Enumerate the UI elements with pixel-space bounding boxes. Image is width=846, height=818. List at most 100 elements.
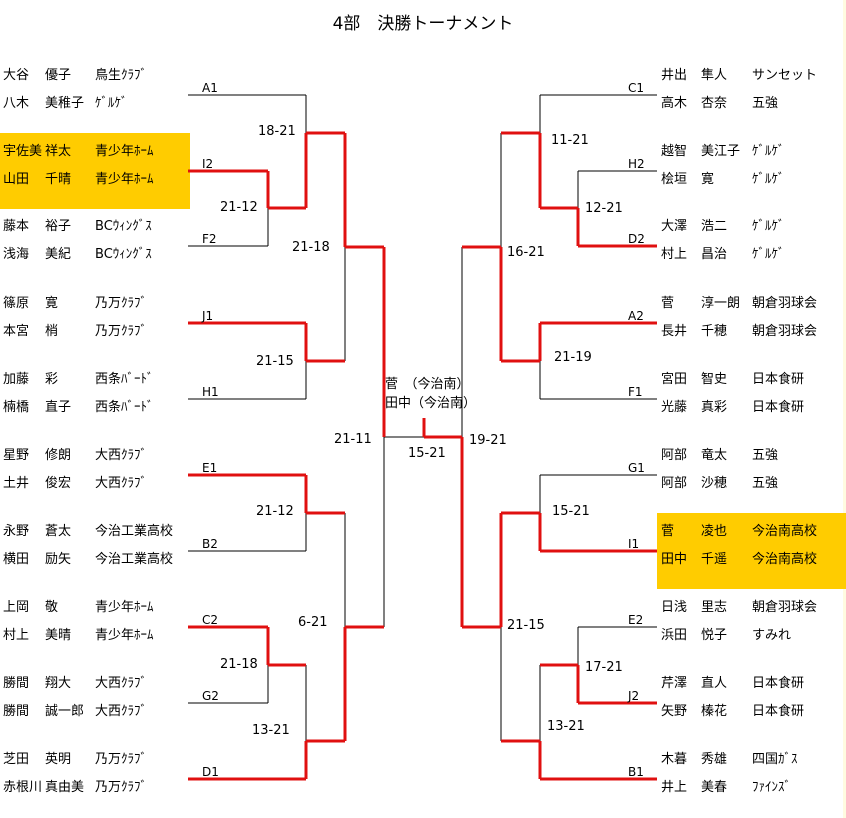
- player-given-name: 美稚子: [45, 96, 85, 111]
- player-given-name: 隼人: [701, 68, 728, 83]
- highlight-box: [657, 513, 846, 589]
- player-given-name: 真由美: [45, 780, 85, 795]
- player-given-name: 修朗: [45, 448, 72, 463]
- player-surname: 上岡: [3, 600, 30, 615]
- player-given-name: 美春: [701, 780, 728, 795]
- player-surname: 加藤: [3, 372, 30, 387]
- team-code: I1: [628, 537, 640, 551]
- player-given-name: 梢: [45, 324, 59, 339]
- team-code: H1: [202, 385, 219, 399]
- player-club: 朝倉羽球会: [752, 296, 818, 311]
- player-given-name: 千遥: [701, 552, 728, 567]
- player-given-name: 美紀: [45, 247, 72, 262]
- match-score: 21-15: [256, 354, 294, 369]
- player-club: 大西ｸﾗﾌﾞ: [95, 676, 148, 691]
- team-code: B1: [628, 765, 644, 779]
- final-score: 15-21: [408, 446, 446, 461]
- player-given-name: 誠一郎: [45, 704, 85, 719]
- player-given-name: 祥太: [45, 144, 72, 159]
- team-code: J2: [628, 689, 640, 703]
- player-club: すみれ: [752, 628, 792, 643]
- player-given-name: 沙穂: [701, 476, 728, 491]
- player-surname: 日浅: [661, 600, 688, 615]
- match-score: 12-21: [585, 201, 623, 216]
- champion-line-2: 田中（今治南）: [385, 396, 477, 411]
- player-given-name: 英明: [45, 752, 72, 767]
- player-given-name: 直子: [45, 400, 72, 415]
- player-club: サンセット: [752, 68, 818, 83]
- player-club: 大西ｸﾗﾌﾞ: [95, 448, 148, 463]
- player-given-name: 敬: [45, 600, 59, 615]
- team-code: A1: [202, 81, 218, 95]
- match-score: 21-19: [554, 350, 592, 365]
- player-club: 青少年ﾎｰﾑ: [95, 144, 154, 159]
- team-code: H2: [628, 157, 645, 171]
- player-club: 青少年ﾎｰﾑ: [95, 628, 154, 643]
- match-score: 21-11: [334, 432, 372, 447]
- scroll-edge: [843, 0, 846, 818]
- player-club: ｹﾞﾙｹﾞ: [752, 247, 785, 262]
- player-club: 朝倉羽球会: [752, 600, 818, 615]
- player-surname: 大澤: [661, 219, 688, 234]
- player-club: 日本食研: [752, 704, 805, 719]
- player-surname: 阿部: [661, 448, 688, 463]
- player-club: BCｳｨﾝｸﾞｽ: [95, 219, 152, 234]
- page-title: 4部 決勝トーナメント: [332, 14, 514, 34]
- player-given-name: 淳一朗: [701, 296, 741, 311]
- player-club: 五強: [752, 96, 779, 111]
- player-surname: 長井: [661, 324, 688, 339]
- player-surname: 大谷: [3, 68, 30, 83]
- player-club: 朝倉羽球会: [752, 324, 818, 339]
- player-given-name: 浩二: [701, 219, 728, 234]
- player-surname: 芝田: [3, 752, 30, 767]
- player-club: 日本食研: [752, 676, 805, 691]
- player-club: 乃万ｸﾗﾌﾞ: [95, 324, 148, 339]
- player-club: 大西ｸﾗﾌﾞ: [95, 704, 148, 719]
- player-club: BCｳｨﾝｸﾞｽ: [95, 247, 152, 262]
- player-surname: 本宮: [3, 324, 30, 339]
- player-surname: 勝間: [3, 704, 30, 719]
- match-score: 13-21: [547, 719, 585, 734]
- player-surname: 菅: [661, 296, 675, 311]
- player-club: 今治南高校: [752, 524, 818, 539]
- match-score: 6-21: [298, 615, 328, 630]
- player-given-name: 榛花: [701, 704, 728, 719]
- player-given-name: 優子: [45, 68, 72, 83]
- player-surname: 宇佐美: [3, 144, 43, 159]
- match-score: 19-21: [469, 433, 507, 448]
- player-club: 日本食研: [752, 372, 805, 387]
- player-club: ｹﾞﾙｹﾞ: [752, 219, 785, 234]
- team-code: J1: [202, 309, 214, 323]
- match-score: 21-18: [220, 657, 258, 672]
- player-club: 五強: [752, 476, 779, 491]
- player-club: 大西ｸﾗﾌﾞ: [95, 476, 148, 491]
- player-surname: 田中: [661, 552, 688, 567]
- player-surname: 八木: [3, 96, 30, 111]
- team-code: C1: [628, 81, 645, 95]
- team-code: G1: [628, 461, 645, 475]
- match-score: 21-12: [256, 504, 294, 519]
- team-code: I2: [202, 157, 214, 171]
- player-surname: 浅海: [3, 247, 30, 262]
- player-given-name: 蒼太: [45, 524, 72, 539]
- player-surname: 桧垣: [661, 172, 688, 187]
- player-given-name: 智史: [701, 372, 728, 387]
- player-surname: 赤根川: [3, 780, 43, 795]
- player-surname: 山田: [3, 172, 30, 187]
- player-club: 青少年ﾎｰﾑ: [95, 172, 154, 187]
- player-club: 今治南高校: [752, 552, 818, 567]
- player-surname: 矢野: [661, 704, 688, 719]
- player-club: 西条ﾊﾞｰﾄﾞ: [95, 372, 154, 387]
- player-club: 今治工業高校: [95, 524, 174, 539]
- player-given-name: 千穂: [701, 324, 728, 339]
- player-given-name: 寛: [701, 172, 715, 187]
- player-surname: 阿部: [661, 476, 688, 491]
- player-surname: 井上: [661, 780, 688, 795]
- player-club: ｹﾞﾙｹﾞ: [95, 96, 128, 111]
- player-surname: 芹澤: [661, 676, 688, 691]
- player-given-name: 寛: [45, 296, 59, 311]
- player-given-name: 杏奈: [701, 96, 728, 111]
- player-club: 乃万ｸﾗﾌﾞ: [95, 296, 148, 311]
- player-given-name: 励矢: [45, 552, 72, 567]
- player-surname: 光藤: [661, 400, 688, 415]
